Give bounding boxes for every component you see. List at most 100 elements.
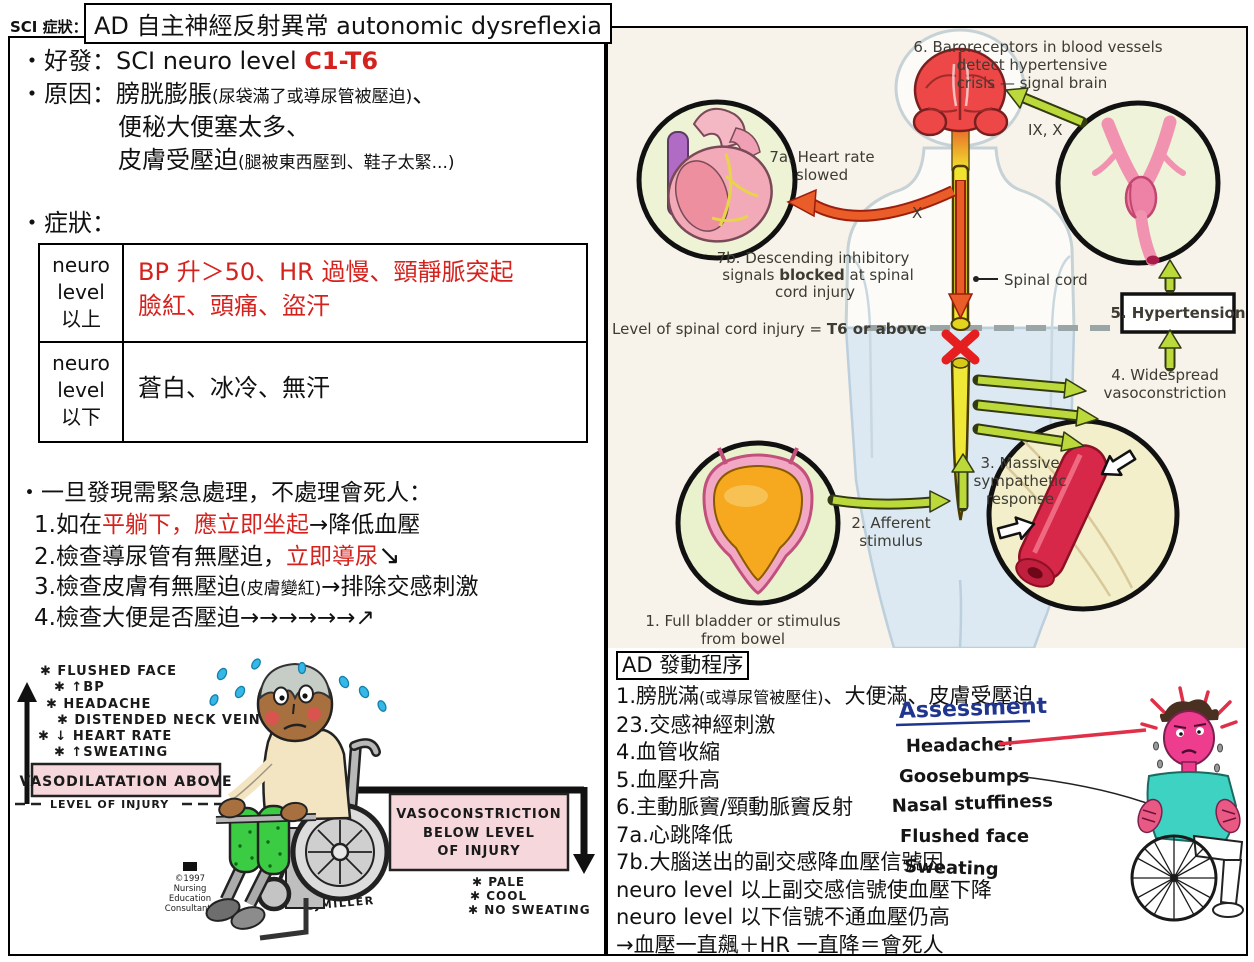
step6-label: 6. Baroreceptors in blood vessels — [913, 38, 1162, 56]
sequence-line: 4.血管收縮 — [616, 740, 721, 764]
cartoon-symptom: ✱ PALE — [472, 875, 525, 889]
cause-line-3: 皮膚受壓迫(腿被東西壓到、鞋子太緊...) — [118, 146, 455, 174]
cartoon-symptom: ✱ ↑SWEATING — [54, 745, 168, 760]
cartoon-symptom: ✱ DISTENDED NECK VEINS — [57, 713, 271, 728]
sweat-drops — [209, 658, 387, 712]
table-row-header: neuro level 以下 — [40, 343, 124, 441]
sequence-line: 23.交感神經刺激 — [616, 712, 776, 737]
step2-label: 2. Afferent — [851, 514, 930, 532]
svg-text:stimulus: stimulus — [859, 532, 923, 550]
svg-text:OF INJURY: OF INJURY — [437, 844, 520, 859]
ad-sequence-section: AD 發動程序 1.膀胱滿(或導尿管被壓住)、大便滿、皮膚受壓迫 23.交感神經… — [608, 648, 1246, 961]
svg-text:Consultants: Consultants — [165, 904, 216, 914]
diagonal-arrow: ↘ — [377, 540, 401, 571]
svg-text:LEVEL OF INJURY: LEVEL OF INJURY — [50, 798, 169, 811]
hypertension-box: 5. Hypertension — [1110, 292, 1246, 334]
table-row-value: BP 升＞50、HR 過慢、頸靜脈突起 臉紅、頭痛、盜汗 — [138, 258, 514, 320]
emergency-item-4: 4.檢查大便是否壓迫→→→→→→↗ — [34, 605, 375, 631]
page-title: AD 自主神經反射異常 autonomic dysreflexia — [84, 3, 613, 44]
svg-text:Education: Education — [169, 894, 211, 904]
cartoon-symptom: ✱ COOL — [470, 889, 527, 903]
table-row-value: 蒼白、冰冷、無汗 — [138, 374, 330, 402]
svg-text:detect hypertensive: detect hypertensive — [957, 56, 1108, 74]
credit: ©1997 Nursing Education Consultants — [165, 862, 216, 914]
cause-line-2: 便秘大便塞太多、 — [118, 113, 310, 141]
svg-text:slowed: slowed — [796, 166, 848, 184]
svg-text:vasoconstriction: vasoconstriction — [1103, 384, 1226, 402]
carotid-inset — [1055, 100, 1221, 266]
svg-text:©1997: ©1997 — [175, 874, 205, 884]
signal-arrows — [827, 87, 1182, 513]
cartoon-symptom: ✱ HEADACHE — [46, 697, 151, 712]
vagus-label: X — [912, 204, 922, 222]
injury-x-icon — [941, 329, 980, 365]
cranial-nerves-label: IX, X — [1028, 121, 1063, 139]
cartoon-symptom: ✱ ↑BP — [54, 680, 105, 695]
injury-level-label: Level of spinal cord injury = T6 or abov… — [612, 320, 927, 338]
sequence-title: AD 發動程序 — [616, 651, 750, 680]
up-arrow-icon — [17, 682, 37, 804]
bullet: ・好發： — [20, 47, 116, 75]
descending-signal-arrow — [947, 180, 974, 320]
svg-text:VASOCONSTRICTION: VASOCONSTRICTION — [396, 807, 561, 822]
sequence-line: 1.膀胱滿(或導尿管被壓住)、大便滿、皮膚受壓迫 — [616, 684, 1034, 708]
sequence-line: 7a.心跳降低 — [616, 822, 733, 847]
step7b-label: 7b. Descending inhibitory — [717, 249, 910, 267]
occurrence-line: ・好發：SCI neuro level C1-T6 — [20, 47, 379, 75]
diagram-panel: Level of spinal cord injury = T6 or abov… — [606, 26, 1248, 957]
notes-panel: ・好發：SCI neuro level C1-T6 ・原因：膀胱膨脹(尿袋滿了或… — [8, 36, 606, 956]
step3-label: 3. Massive — [980, 454, 1059, 472]
svg-text:crisis — signal brain: crisis — signal brain — [957, 74, 1108, 92]
emergency-heading: ・一旦發現需緊急處理，不處理會死人： — [18, 480, 432, 506]
step1-label: 1. Full bladder or stimulus — [645, 612, 840, 630]
heart-rate-arrow — [786, 185, 956, 222]
heart-inset — [636, 99, 798, 261]
bladder-inset — [675, 440, 841, 606]
autonomic-dysreflexia-diagram: Level of spinal cord injury = T6 or abov… — [608, 28, 1246, 648]
emergency-item-1: 1.如在平躺下，應立即坐起→降低血壓 — [34, 512, 421, 538]
table-row-header: neuro level 以上 — [40, 245, 124, 341]
page-title-prefix: SCI 症狀： — [10, 18, 88, 36]
table-row: neuro level 以上 BP 升＞50、HR 過慢、頸靜脈突起 臉紅、頭痛… — [40, 245, 586, 343]
svg-text:5. Hypertension: 5. Hypertension — [1110, 304, 1245, 322]
svg-text:Nursing: Nursing — [174, 884, 207, 894]
svg-text:Spinal cord: Spinal cord — [1004, 271, 1088, 289]
wheelchair-person — [205, 658, 390, 941]
sequence-line: 5.血壓升高 — [616, 767, 721, 792]
emergency-item-2: 2.檢查導尿管有無壓迫，立即導尿↘ — [34, 540, 401, 571]
brain — [912, 47, 1009, 137]
svg-text:cord injury: cord injury — [775, 283, 855, 301]
spinal-cord-label: Spinal cord — [973, 271, 1088, 289]
vasodilatation-cartoon: ✱ FLUSHED FACE ✱ ↑BP ✱ HEADACHE ✱ DISTEN… — [15, 658, 595, 941]
sequence-line: neuro level 以下信號不通血壓仍高 — [616, 905, 950, 929]
step7a-label: 7a. Heart rate — [769, 148, 874, 166]
pressure-arrow-icon — [996, 516, 1036, 541]
cartoon-symptom: ✱ NO SWEATING — [468, 903, 591, 917]
svg-text:sympathetic: sympathetic — [974, 472, 1067, 490]
symptoms-table: neuro level 以上 BP 升＞50、HR 過慢、頸靜脈突起 臉紅、頭痛… — [38, 243, 588, 443]
cause-line-1: ・原因：膀胱膨脹(尿袋滿了或導尿管被壓迫)、 — [20, 80, 437, 108]
level-of-injury-line: LEVEL OF INJURY — [15, 798, 224, 811]
svg-text:VASODILATATION ABOVE: VASODILATATION ABOVE — [19, 774, 232, 790]
svg-text:from bowel: from bowel — [701, 630, 785, 648]
sequence-line: 6.主動脈竇/頸動脈竇反射 — [616, 795, 854, 819]
svg-text:response: response — [986, 490, 1054, 508]
cartoon-symptom: ✱ FLUSHED FACE — [40, 664, 177, 679]
svg-text:signals blocked at spinal: signals blocked at spinal — [722, 266, 914, 284]
vasoconstriction-arrow — [336, 786, 595, 874]
table-row: neuro level 以下 蒼白、冰冷、無汗 — [40, 343, 586, 441]
brainstem — [951, 125, 970, 171]
svg-text:BELOW LEVEL: BELOW LEVEL — [423, 826, 535, 841]
sequence-line: 7b.大腦送出的副交感降血壓信號因 — [616, 850, 944, 874]
vasoconstriction-box: VASOCONSTRICTION BELOW LEVEL OF INJURY — [388, 792, 570, 872]
emergency-item-3: 3.檢查皮膚有無壓迫(皮膚變紅)→排除交感刺激 — [34, 574, 479, 600]
green-pants — [228, 804, 291, 876]
sequence-line: neuro level 以上副交感信號使血壓下降 — [616, 877, 992, 902]
occurrence-level: C1-T6 — [304, 47, 379, 75]
symptoms-label: ・症狀： — [20, 209, 116, 237]
vasoconstriction-inset — [986, 418, 1180, 612]
sequence-line: →血壓一直飆＋HR 一直降＝會死人 — [616, 932, 944, 957]
pressure-arrow-icon — [1100, 449, 1137, 477]
vasodilatation-box: VASODILATATION ABOVE — [19, 762, 232, 798]
cartoon-symptom: ✱ ↓ HEART RATE — [38, 729, 172, 744]
